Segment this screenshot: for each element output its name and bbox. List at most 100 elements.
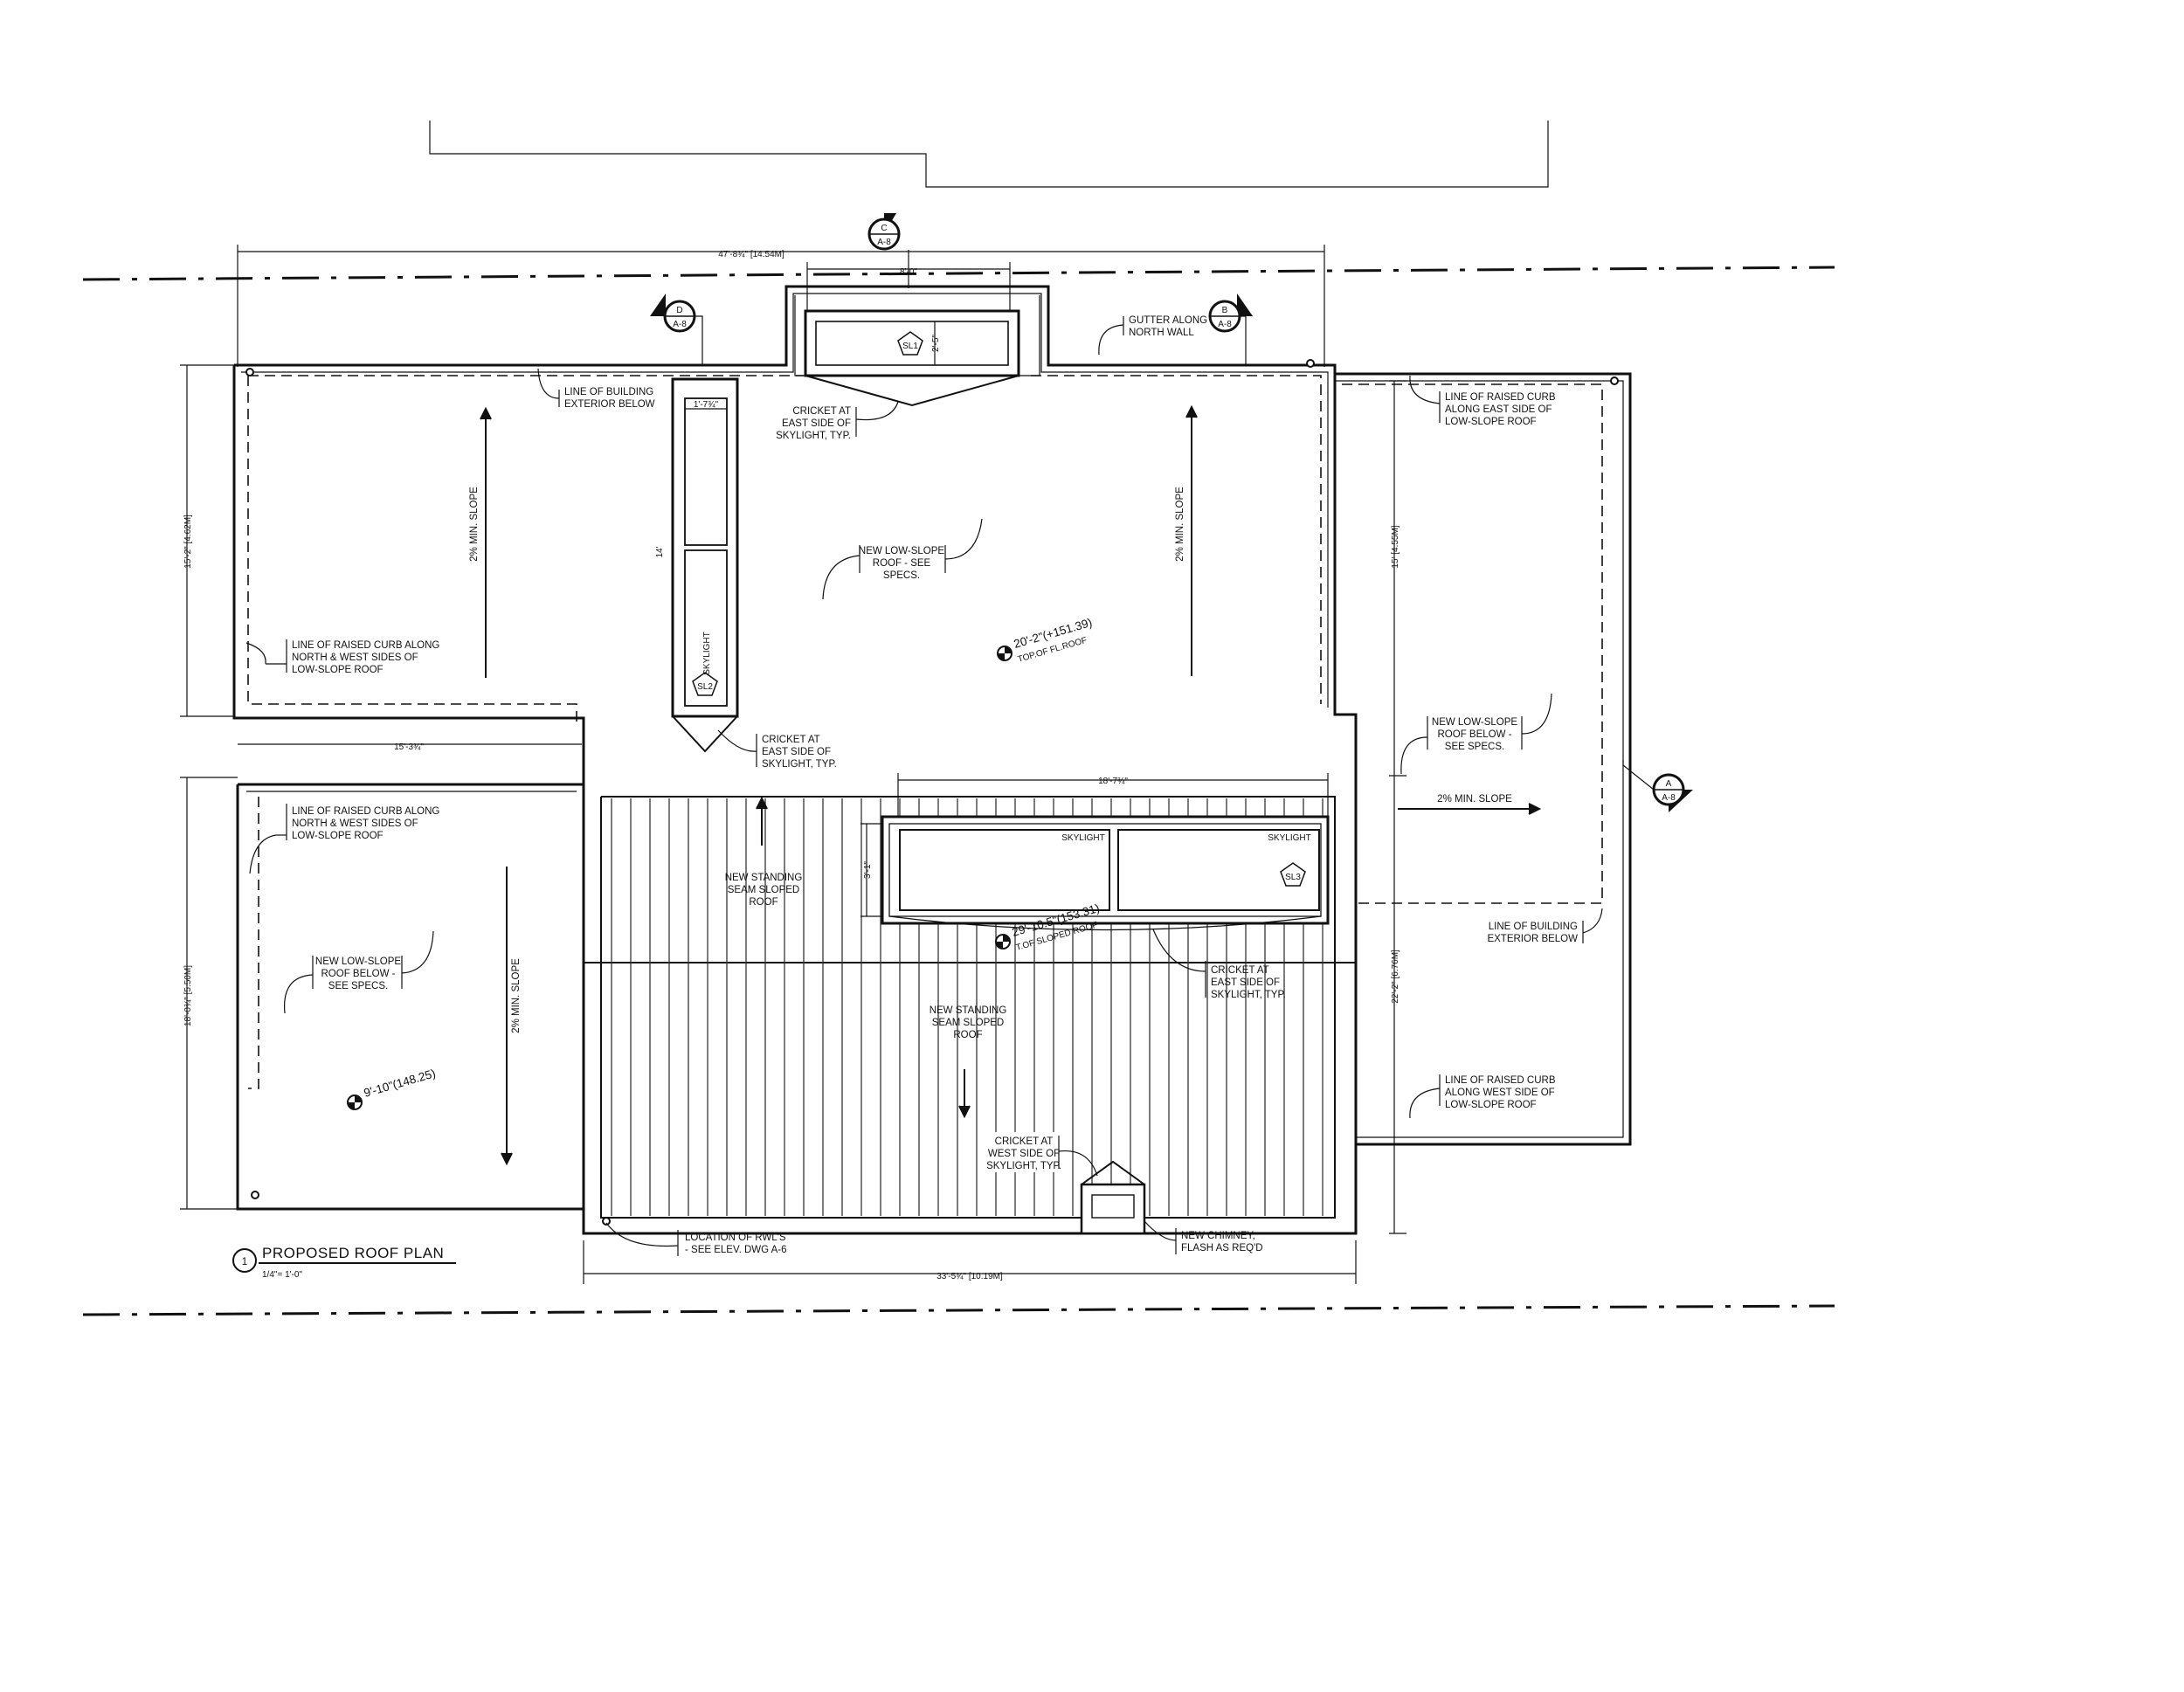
svg-text:CRICKET AT: CRICKET AT: [792, 406, 851, 417]
svg-text:- SEE ELEV. DWG A-6: - SEE ELEV. DWG A-6: [685, 1245, 787, 1255]
skylight-sl2-pane-b: [684, 549, 728, 707]
note-cricket-sl3: CRICKET AT EAST SIDE OF SKYLIGHT, TYP.: [1152, 929, 1286, 1000]
svg-text:LOCATION OF RWL'S: LOCATION OF RWL'S: [685, 1233, 786, 1243]
property-line-bottom: [82, 1304, 1835, 1316]
skylight-label-sl2: SKYLIGHT: [702, 632, 712, 674]
raised-curb-left-lower: [248, 797, 259, 1089]
svg-text:9'-10"(148.25): 9'-10"(148.25): [363, 1067, 438, 1100]
downspout-markers: [245, 359, 1619, 1226]
note-raised-curb-nw-lower: LINE OF RAISED CURB ALONG NORTH & WEST S…: [249, 804, 439, 874]
skylight-sl2-pane-a: [684, 397, 728, 546]
cricket-sl3: [888, 915, 1322, 931]
svg-text:LOW-SLOPE ROOF: LOW-SLOPE ROOF: [292, 831, 384, 841]
svg-text:SKYLIGHT, TYP.: SKYLIGHT, TYP.: [986, 1161, 1061, 1171]
property-line-top: [82, 266, 1835, 281]
chimney-cricket: [1081, 1160, 1145, 1185]
cricket-sl1: [805, 375, 1019, 407]
section-marker-c[interactable]: C A-8: [867, 213, 909, 288]
svg-text:SEE SPECS.: SEE SPECS.: [328, 981, 388, 991]
dim-bottom: 33'-5¾" [10.19M]: [936, 1272, 1003, 1281]
svg-text:C: C: [881, 224, 887, 233]
dim-left-lower: 18'-0¾" [5.50M]: [183, 965, 193, 1026]
note-chimney: NEW CHIMNEY, FLASH AS REQ'D: [1144, 1220, 1263, 1254]
right-roof-inner: [1335, 380, 1624, 1138]
note-gutter: GUTTER ALONG NORTH WALL: [1098, 315, 1207, 356]
svg-text:NEW LOW-SLOPE: NEW LOW-SLOPE: [1432, 717, 1518, 728]
svg-text:SPECS.: SPECS.: [883, 570, 920, 581]
svg-text:SKYLIGHT, TYP.: SKYLIGHT, TYP.: [762, 759, 837, 770]
section-marker-a[interactable]: A A-8: [1622, 760, 1693, 812]
note-new-low-slope-left: NEW LOW-SLOPE ROOF BELOW - SEE SPECS.: [284, 930, 434, 1014]
note-cricket-west: CRICKET AT WEST SIDE OF SKYLIGHT, TYP.: [985, 1132, 1098, 1177]
svg-text:EXTERIOR BELOW: EXTERIOR BELOW: [564, 399, 655, 410]
cricket-sl2: [672, 715, 738, 753]
svg-text:A-8: A-8: [1662, 793, 1676, 803]
dim-right-lower: 22'-2" [6.76M]: [1391, 950, 1400, 1004]
svg-text:ROOF: ROOF: [953, 1030, 982, 1040]
upper-roof-outline: [232, 285, 1358, 1235]
building-line-below-east: [1031, 375, 1322, 704]
note-building-below-top: LINE OF BUILDING EXTERIOR BELOW: [537, 368, 655, 410]
note-building-below-right: LINE OF BUILDING EXTERIOR BELOW: [1487, 908, 1603, 944]
svg-text:SEAM SLOPED: SEAM SLOPED: [728, 885, 799, 895]
chimney-flue: [1091, 1194, 1135, 1219]
skylight-label-sl3-b: SKYLIGHT: [1268, 833, 1310, 843]
svg-text:ROOF - SEE: ROOF - SEE: [873, 558, 931, 569]
note-raised-curb-nw-upper: LINE OF RAISED CURB ALONG NORTH & WEST S…: [245, 639, 439, 675]
svg-text:SL1: SL1: [902, 342, 918, 351]
dim-mid-left: 15'-3¾": [394, 742, 424, 752]
svg-text:LOW-SLOPE ROOF: LOW-SLOPE ROOF: [1445, 1100, 1537, 1110]
svg-text:NORTH WALL: NORTH WALL: [1129, 328, 1194, 338]
skylight-sl3-curb: [888, 823, 1322, 917]
svg-text:EXTERIOR BELOW: EXTERIOR BELOW: [1487, 934, 1578, 944]
note-raised-curb-east: LINE OF RAISED CURB ALONG EAST SIDE OF L…: [1409, 375, 1556, 427]
skylight-tag-sl2: SL2: [692, 672, 718, 696]
svg-text:A-8: A-8: [1218, 320, 1232, 329]
svg-text:NEW LOW-SLOPE: NEW LOW-SLOPE: [315, 956, 402, 967]
note-cricket-sl2: CRICKET AT EAST SIDE OF SKYLIGHT, TYP.: [717, 729, 837, 770]
chimney: [1080, 1183, 1146, 1235]
svg-text:D: D: [676, 306, 682, 315]
dim-skylight-height: 3'-1": [863, 861, 873, 879]
drawing-number: 1: [242, 1257, 247, 1267]
svg-text:CRICKET AT: CRICKET AT: [1211, 965, 1269, 976]
svg-text:A-8: A-8: [877, 238, 891, 247]
drawing-title-text: PROPOSED ROOF PLAN: [262, 1245, 444, 1261]
upper-roof-inner: [241, 293, 1329, 708]
svg-text:LINE OF BUILDING: LINE OF BUILDING: [1489, 922, 1578, 932]
slope-label-right: 2% MIN. SLOPE: [1437, 794, 1512, 805]
dim-right-upper: 15' [4.55M]: [1391, 525, 1400, 568]
dim-left-upper: 15'-2" [4.62M]: [183, 515, 193, 569]
svg-text:LINE OF BUILDING: LINE OF BUILDING: [564, 387, 653, 397]
svg-text:NEW STANDING: NEW STANDING: [725, 873, 803, 883]
svg-text:SKYLIGHT, TYP.: SKYLIGHT, TYP.: [776, 431, 851, 441]
elevation-marker-lower-roof: 9'-10"(148.25): [347, 1067, 438, 1110]
svg-text:ROOF BELOW -: ROOF BELOW -: [321, 969, 396, 979]
dim-skylight-strip: 18'-7¾": [1098, 777, 1128, 786]
left-lower-roof-outline: [236, 783, 585, 1211]
svg-text:A-8: A-8: [673, 320, 687, 329]
svg-text:NORTH & WEST SIDES OF: NORTH & WEST SIDES OF: [292, 818, 418, 829]
svg-text:NEW STANDING: NEW STANDING: [930, 1005, 1007, 1016]
slope-arrows: [480, 404, 1542, 1166]
section-marker-d[interactable]: D A-8: [650, 294, 703, 365]
section-marker-b[interactable]: B A-8: [1208, 294, 1253, 365]
svg-text:SL2: SL2: [697, 682, 713, 692]
skylight-tag-sl3: SL3: [1280, 862, 1306, 887]
right-roof-outline: [1335, 372, 1632, 1146]
svg-text:SEAM SLOPED: SEAM SLOPED: [932, 1018, 1004, 1028]
svg-text:ROOF: ROOF: [749, 897, 778, 908]
svg-text:GUTTER ALONG: GUTTER ALONG: [1129, 315, 1207, 326]
svg-text:ALONG WEST SIDE OF: ALONG WEST SIDE OF: [1445, 1088, 1555, 1098]
svg-text:A: A: [1666, 779, 1672, 789]
svg-text:B: B: [1222, 306, 1228, 315]
svg-text:SL3: SL3: [1285, 873, 1301, 882]
slope-label-center-upper: 2% MIN. SLOPE: [1175, 487, 1185, 562]
dim-sl2-width: 1'-7¾": [694, 400, 719, 410]
svg-text:WEST SIDE OF: WEST SIDE OF: [988, 1149, 1060, 1159]
svg-text:LINE OF RAISED CURB: LINE OF RAISED CURB: [1445, 392, 1556, 403]
skylight-sl3-pane-b: [1117, 829, 1320, 911]
svg-text:FLASH AS REQ'D: FLASH AS REQ'D: [1181, 1243, 1263, 1253]
